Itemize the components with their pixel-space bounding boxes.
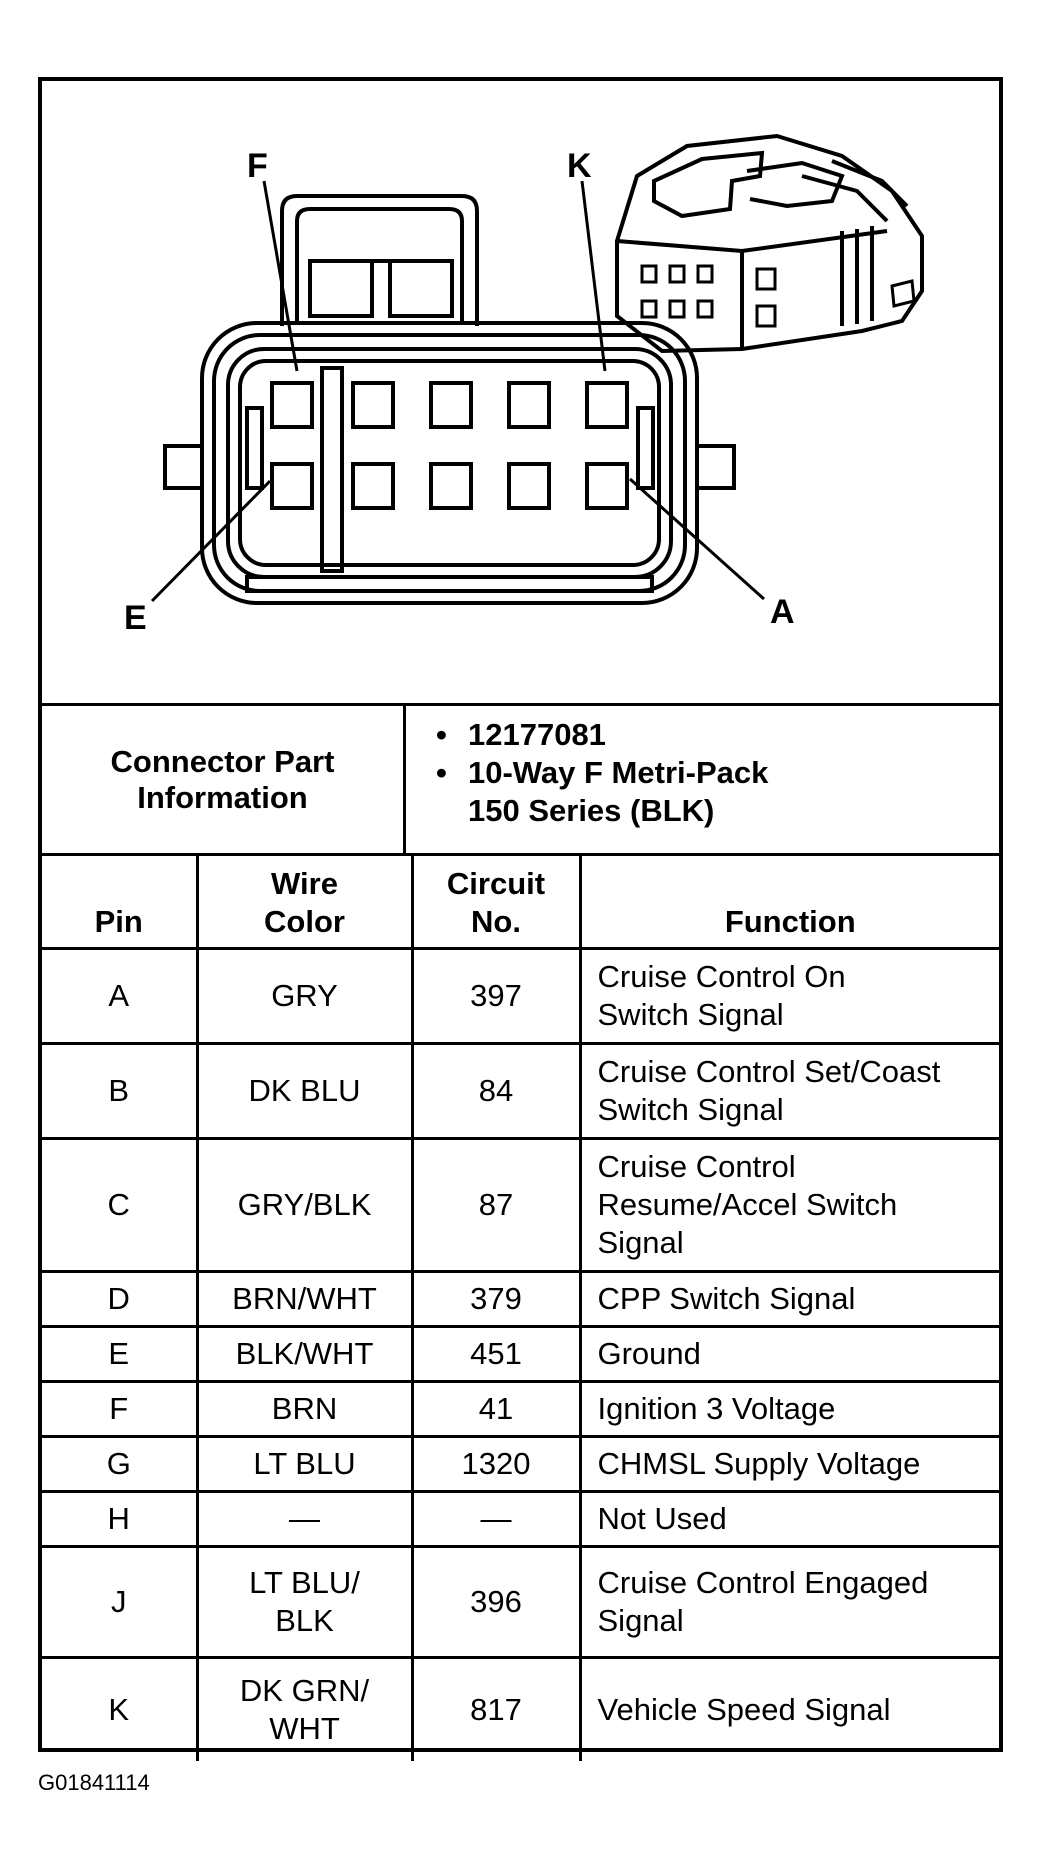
function-cell: Cruise Control Resume/Accel Switch Signa… — [578, 1137, 999, 1273]
figure-id: G01841114 — [38, 1770, 150, 1795]
table-row: B DK BLU 84 Cruise Control Set/Coast Swi… — [42, 1042, 999, 1140]
pin-cell: C — [42, 1137, 199, 1273]
leader-k — [580, 180, 607, 372]
pin-cell: E — [42, 1325, 199, 1383]
connector-3d-view — [615, 133, 924, 354]
wire-color-cell: LT BLU/ BLK — [195, 1545, 414, 1659]
function-cell: Cruise Control Engaged Signal — [578, 1545, 999, 1659]
header-circuit-no: Circuit No. — [410, 853, 582, 950]
pin-cell: B — [42, 1042, 199, 1140]
cavity-h — [429, 381, 473, 429]
table-row: F BRN 41 Ignition 3 Voltage — [42, 1380, 999, 1438]
pin-cell: G — [42, 1435, 199, 1493]
wire-color-cell: GRY/BLK — [195, 1137, 414, 1273]
table-row: G LT BLU 1320 CHMSL Supply Voltage — [42, 1435, 999, 1493]
table-row: E BLK/WHT 451 Ground — [42, 1325, 999, 1383]
cavity-k — [585, 381, 629, 429]
circuit-cell: 41 — [410, 1380, 582, 1438]
cavity-c — [429, 462, 473, 510]
cavity-e — [270, 462, 314, 510]
function-cell: Ignition 3 Voltage — [578, 1380, 999, 1438]
leader-e — [150, 479, 272, 603]
circuit-cell: 396 — [410, 1545, 582, 1659]
header-pin: Pin — [42, 853, 199, 950]
terminal-cavities — [270, 381, 629, 510]
connector-face-diagram: F K E A — [124, 133, 924, 637]
function-cell: Ground — [578, 1325, 999, 1383]
function-cell: CPP Switch Signal — [578, 1270, 999, 1328]
right-ear — [695, 444, 736, 490]
leader-f — [262, 180, 299, 372]
circuit-cell: 84 — [410, 1042, 582, 1140]
pin-cell: H — [42, 1490, 199, 1548]
circuit-cell: 397 — [410, 947, 582, 1045]
cavity-f — [270, 381, 314, 429]
function-cell: Cruise Control Set/Coast Switch Signal — [578, 1042, 999, 1140]
circuit-cell: 379 — [410, 1270, 582, 1328]
part-info-label: Connector Part Information — [42, 706, 406, 853]
pin-label-e: E — [124, 599, 147, 637]
wire-color-cell: BLK/WHT — [195, 1325, 414, 1383]
header-wire-color: Wire Color — [195, 853, 414, 950]
circuit-cell: 451 — [410, 1325, 582, 1383]
table-row: H — — Not Used — [42, 1490, 999, 1548]
cavity-b — [507, 462, 551, 510]
polarizing-key — [320, 366, 344, 573]
cavity-d — [351, 462, 395, 510]
part-description: 10-Way F Metri-Pack 150 Series (BLK) — [436, 754, 808, 830]
circuit-cell: 817 — [410, 1656, 582, 1761]
wire-color-cell: GRY — [195, 947, 414, 1045]
circuit-cell: 87 — [410, 1137, 582, 1273]
connector-part-info: Connector Part Information 12177081 10-W… — [42, 703, 999, 853]
wire-color-cell: BRN — [195, 1380, 414, 1438]
function-cell: Cruise Control On Switch Signal — [578, 947, 999, 1045]
wire-color-cell: — — [195, 1490, 414, 1548]
circuit-cell: 1320 — [410, 1435, 582, 1493]
table-row: C GRY/BLK 87 Cruise Control Resume/Accel… — [42, 1137, 999, 1273]
pin-label-f: F — [247, 147, 268, 185]
wire-color-cell: DK GRN/ WHT — [195, 1656, 414, 1761]
circuit-cell: — — [410, 1490, 582, 1548]
cavity-a — [585, 462, 629, 510]
pin-cell: F — [42, 1380, 199, 1438]
connector-lock-tab — [280, 194, 479, 326]
part-number: 12177081 — [436, 716, 808, 754]
table-row: D BRN/WHT 379 CPP Switch Signal — [42, 1270, 999, 1328]
pin-cell: J — [42, 1545, 199, 1659]
cavity-j — [507, 381, 551, 429]
pin-label-k: K — [567, 147, 592, 185]
table-row: K DK GRN/ WHT 817 Vehicle Speed Signal — [42, 1656, 999, 1761]
connector-figure-frame: F K E A Connector Part Information 12177… — [38, 77, 1003, 1761]
wire-color-cell: DK BLU — [195, 1042, 414, 1140]
function-cell: Not Used — [578, 1490, 999, 1548]
cavity-g — [351, 381, 395, 429]
function-cell: CHMSL Supply Voltage — [578, 1435, 999, 1493]
pin-cell: K — [42, 1656, 199, 1761]
header-function: Function — [578, 853, 999, 950]
wire-color-cell: LT BLU — [195, 1435, 414, 1493]
pin-cell: A — [42, 947, 199, 1045]
leader-a — [628, 477, 766, 601]
part-info-list: 12177081 10-Way F Metri-Pack 150 Series … — [406, 706, 808, 830]
table-row: J LT BLU/ BLK 396 Cruise Control Engaged… — [42, 1545, 999, 1659]
pin-cell: D — [42, 1270, 199, 1328]
function-cell: Vehicle Speed Signal — [578, 1656, 999, 1761]
left-ear — [163, 444, 204, 490]
table-row: A GRY 397 Cruise Control On Switch Signa… — [42, 947, 999, 1045]
pin-label-a: A — [770, 593, 795, 631]
table-header-row: Pin Wire Color Circuit No. Function — [42, 853, 999, 950]
wire-color-cell: BRN/WHT — [195, 1270, 414, 1328]
pinout-table: Pin Wire Color Circuit No. Function A GR… — [42, 853, 999, 1761]
